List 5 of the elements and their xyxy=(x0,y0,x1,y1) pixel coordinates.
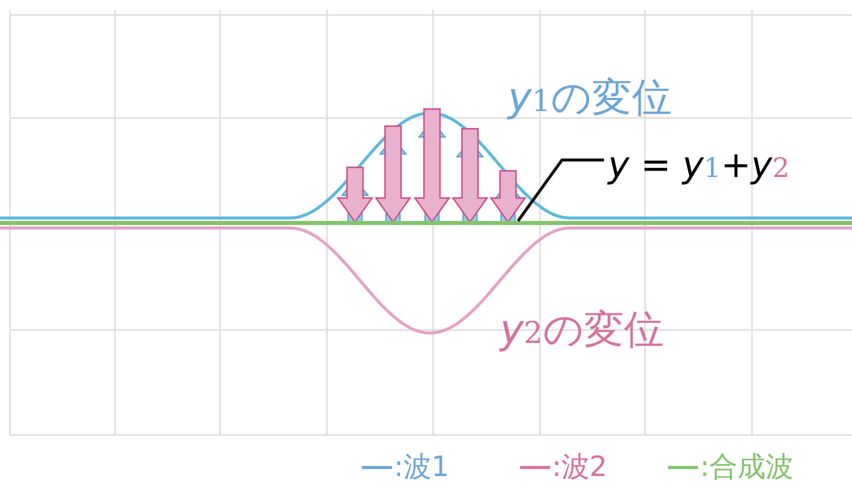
legend-label: :波1 xyxy=(394,449,450,484)
legend-label: :波2 xyxy=(552,449,608,484)
resultant-wave-line xyxy=(0,221,852,225)
leader-line xyxy=(516,158,604,222)
legend-label: :合成波 xyxy=(700,449,794,484)
